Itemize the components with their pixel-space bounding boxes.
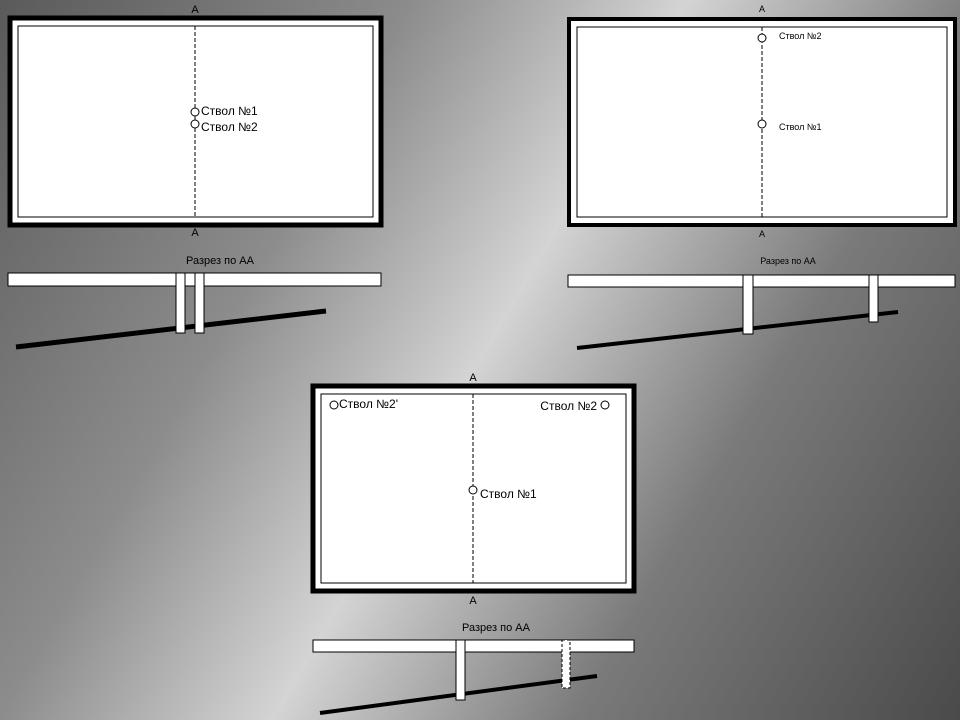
shaft-2-label: Ствол №2: [201, 120, 258, 134]
coal-seam: [576, 310, 899, 350]
shaft-2-marker: [190, 119, 200, 129]
shaft-1-section: [455, 639, 466, 701]
shaft-1-label: Ствол №1: [201, 104, 258, 118]
surface-slab: [312, 639, 635, 653]
shaft-2-label: Ствол №2: [540, 399, 597, 413]
section-marker-bottom: A: [469, 595, 477, 607]
shaft-1-marker: [757, 119, 767, 129]
shaft-2-section: [561, 639, 571, 689]
shaft-1-label: Ствол №1: [779, 122, 822, 132]
section-marker-top: A: [469, 372, 477, 384]
diagram-3: A A Ствол №2' Ствол №2 Ствол №1 Разрез п…: [310, 372, 637, 715]
coal-seam: [15, 308, 327, 350]
section-marker-bottom: A: [759, 229, 765, 239]
shaft-1-section: [175, 272, 186, 334]
shaft-2-label: Ствол №2: [779, 31, 822, 41]
diagram-1: A A Ствол №1 Ствол №2 Разрез по АА: [7, 4, 384, 350]
shaft-2-marker: [757, 33, 767, 43]
shaft-2-marker: [600, 400, 610, 410]
shaft-1-marker: [190, 107, 200, 117]
shaft-2-prime-label: Ствол №2': [339, 397, 398, 411]
shaft-1-label: Ствол №1: [480, 487, 537, 501]
diagram-2: A A Ствол №2 Ствол №1 Разрез по АА: [567, 4, 957, 350]
section-marker-top: A: [191, 4, 199, 16]
section-marker-top: A: [759, 4, 765, 14]
shaft-1-section: [742, 274, 754, 335]
shaft-2-prime-marker: [329, 400, 339, 410]
section-title: Разрез по АА: [462, 622, 531, 634]
section-title: Разрез по АА: [186, 255, 255, 267]
shaft-2-section: [868, 274, 879, 323]
section-title: Разрез по АА: [760, 256, 816, 266]
section-marker-bottom: A: [191, 227, 199, 239]
shaft-1-marker: [468, 485, 478, 495]
surface-slab: [567, 274, 956, 288]
shaft-2-section: [194, 272, 205, 334]
